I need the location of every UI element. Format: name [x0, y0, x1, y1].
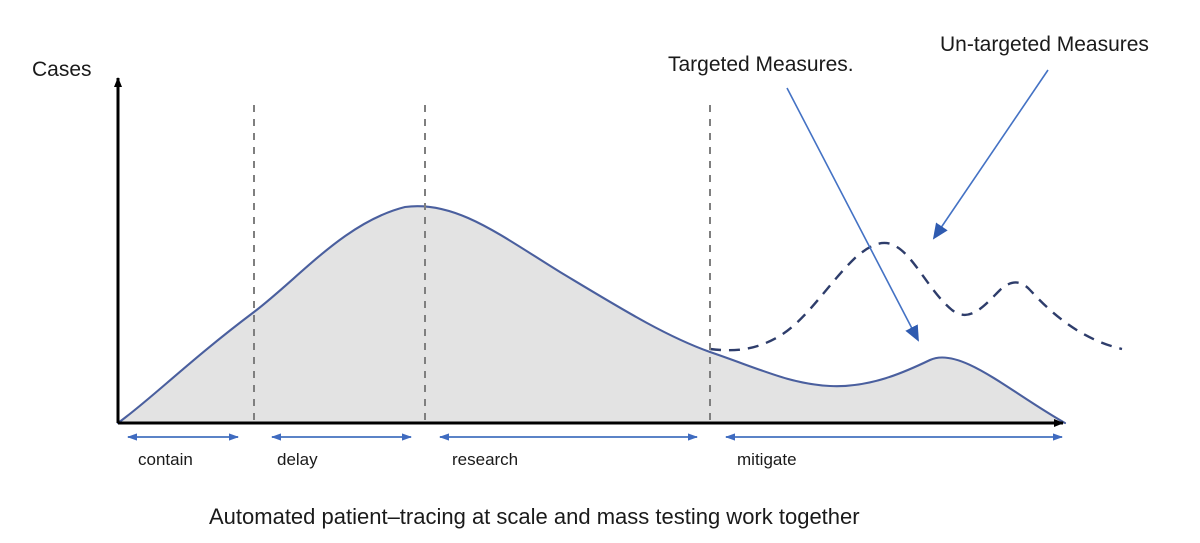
annotation-arrow-untargeted [932, 69, 1049, 240]
phase-label-delay: delay [277, 450, 318, 469]
phase-label-research: research [452, 450, 518, 469]
y-axis-label: Cases [32, 58, 92, 81]
phase-label-mitigate: mitigate [737, 450, 797, 469]
annotation-arrow-targeted [786, 87, 919, 342]
area-fill-targeted [118, 206, 1065, 423]
annotation-label-targeted: Targeted Measures. [668, 53, 854, 76]
chart-caption: Automated patient–tracing at scale and m… [209, 504, 860, 529]
curve-untargeted-measures [709, 241, 1123, 352]
curve-targeted-measures [116, 205, 1067, 425]
phase-label-contain: contain [138, 450, 193, 469]
annotation-label-untargeted: Un-targeted Measures [940, 33, 1149, 56]
phase-dividers [253, 105, 711, 425]
